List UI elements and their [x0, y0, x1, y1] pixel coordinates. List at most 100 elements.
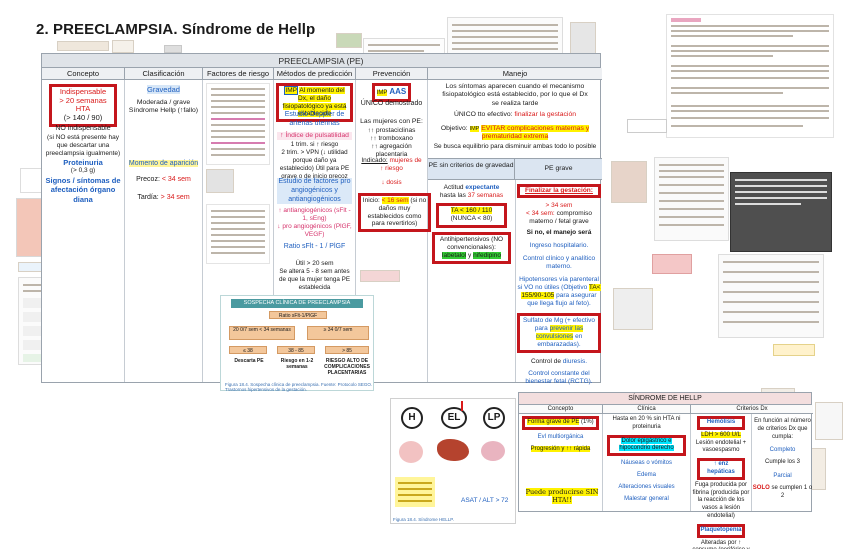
platelet-icon	[481, 441, 505, 461]
subheader-sin-criterios: PE sin criterios de gravedad	[428, 158, 515, 180]
hellp-col-criterios: Criterios Dx	[691, 405, 813, 414]
flowchart-high: > 85	[325, 346, 369, 354]
ratio-label: Ratio sFlt - 1 / PlGF	[283, 243, 346, 250]
criteria-note	[395, 477, 435, 507]
util-text: Útil > 20 sem	[295, 260, 334, 267]
image-thumbnail	[613, 288, 653, 330]
list-thumbnail	[718, 254, 824, 338]
hellp-clinica-column: Hasta en 20 % sin HTA ni proteinuria Dol…	[603, 414, 691, 511]
note-thumbnail	[112, 40, 134, 53]
hellp-dx-column: En función al número de criterios Dx que…	[752, 418, 813, 499]
no-indispensable-label: NO indispensable	[55, 125, 111, 132]
tardia-row: Tardía: > 34 sem	[137, 194, 190, 201]
column-header-factores: Factores de riesgo	[203, 68, 274, 80]
trim1-text: 1 trim. si ↑ riesgo	[290, 141, 339, 148]
gravedad-label: Gravedad	[147, 85, 180, 94]
note-thumbnail	[206, 204, 270, 264]
flowchart-riesgo: Riesgo en 1-2 semanas	[280, 358, 314, 370]
image-thumbnail	[206, 169, 234, 193]
sospecha-flowchart: SOSPECHA CLÍNICA DE PREECLAMPSIA Ratio s…	[220, 295, 374, 392]
hemolysis-circle: H	[401, 407, 423, 429]
platelets-circle: LP	[483, 407, 505, 429]
column-header-manejo: Manejo	[428, 68, 602, 80]
manejo-column: Los síntomas aparecen cuando el mecanism…	[428, 80, 602, 385]
hellp-criterios-column: Hemólisis LDH > 600 U/L Lesión endotelia…	[691, 414, 752, 549]
subheader-pe-grave: PE grave	[515, 158, 602, 180]
proteinuria-label: Proteinuria	[63, 158, 103, 167]
flowchart-riesgo-alto: RIESGO ALTO DE COMPLICACIONES PLACENTARI…	[324, 358, 370, 376]
prostaciclinas-text: ↑↑ prostaciclinas	[367, 127, 416, 134]
enzymes-circle: EL	[441, 407, 467, 429]
trim2-text: 2 trim. > VPN (↓ utilidad porque daño ya…	[279, 149, 350, 180]
column-header-prevencion: Prevención	[356, 68, 428, 80]
flowchart-branch-late: ≥ 34 0/7 sem	[307, 326, 369, 340]
mujeres-label: Las mujeres con PE:	[360, 118, 423, 125]
note-thumbnail	[57, 41, 109, 51]
factores-list-thumbnail	[206, 83, 270, 165]
dolor-box: Dolor epigástrico e hipocondrio derecho	[607, 434, 686, 457]
prevencion-column: IMP AAS ÚNICO demostrado Las mujeres con…	[356, 80, 431, 382]
inicio-box: Inicio: < 16 sem (si no daños muy establ…	[358, 193, 431, 233]
column-header-metodos: Métodos de predicción	[274, 68, 356, 80]
note-thumbnail	[360, 270, 400, 282]
unico-tto-row: ÚNICO tto efectivo: finalizar la gestaci…	[453, 111, 577, 118]
util2-text: Se altera 5 - 8 sem antes de que la muje…	[278, 268, 351, 291]
agregacion-text: ↑↑ agregación placentaria	[371, 143, 412, 159]
column-header-clasificacion: Clasificación	[125, 68, 203, 80]
aas-unico: ÚNICO demostrado	[360, 100, 423, 107]
diagram-caption: Figura 18.4. Síndrome HELLP.	[393, 517, 454, 522]
red-cell-icon	[399, 441, 423, 463]
enz-hepaticas-box: ↑ enz hepáticas	[697, 458, 745, 480]
hellp-col-clinica: Clínica	[603, 405, 691, 414]
no-indispensable-text: (si NO está presente hay que descartar u…	[45, 134, 121, 158]
hellp-table: SÍNDROME DE HELLP Concepto Clínica Crite…	[518, 392, 813, 549]
note-thumbnail	[627, 119, 667, 133]
precoz-row: Precoz: < 34 sem	[136, 176, 191, 183]
objetivo-row: Objetivo: IMP EVITAR complicaciones mate…	[440, 125, 590, 141]
aas-box: IMP AAS	[372, 83, 411, 102]
imp-diagnosis-box: IMP Al momento del Dx, el daño fisiopato…	[276, 83, 353, 123]
sulfato-box: Sulfato de Mg (+ efectivo para prevenir …	[517, 312, 601, 353]
metodos-column: IMP Al momento del Dx, el daño fisiopato…	[274, 80, 356, 382]
asat-alt-ratio: ASAT / ALT > 72	[461, 497, 509, 504]
flowchart-descarta: Descarta PE	[234, 358, 264, 364]
momento-label: Momento de aparición	[128, 160, 199, 167]
doppler-label: Estudio Doppler de arterias uterinas	[284, 111, 345, 127]
sin-criterios-content: Actitud expectante hasta las 37 semanas …	[430, 184, 513, 264]
table-header: PREECLAMPSIA (PE)	[42, 54, 600, 68]
proangiogenicos-text: ↓ pro angiogénicos (PlGF, VEGF)	[277, 223, 352, 239]
proteinuria-value: (> 0,3 g)	[70, 167, 96, 174]
manejo-intro: Los síntomas aparecen cuando el mecanism…	[442, 83, 588, 107]
flowchart-branch-early: 20 0/7 sem < 34 semanas	[229, 326, 295, 340]
finalizar-box: Finalizar la gestación:	[517, 184, 601, 199]
hellp-col-concepto: Concepto	[519, 405, 603, 414]
factores-column	[203, 80, 274, 382]
hellp-diagram: H EL LP ASAT / ALT > 72 Figura 18.4. Sín…	[390, 398, 516, 524]
note-thumbnail	[773, 344, 815, 356]
flowchart-low: ≤ 38	[229, 346, 267, 354]
hellp-concepto-column: Forma grave de PE (1%) Evl multiorgánica…	[519, 414, 603, 511]
note-thumbnail	[654, 157, 729, 241]
flowchart-ratio: Ratio sFlt-1/PlGF	[269, 311, 327, 319]
preeclampsia-table: PREECLAMPSIA (PE) Concepto Clasificación…	[41, 53, 602, 385]
flowchart-mid: 38 - 85	[277, 346, 315, 354]
plaquetopenia-box: Plaquetopenia	[697, 523, 745, 538]
image-thumbnail	[815, 402, 843, 440]
indicado-row: Indicado: mujeres de ↑ riesgo	[361, 157, 422, 173]
signos-label: Signos / síntomas de afectación órgano d…	[45, 176, 121, 204]
factores-angio-label: Estudio de factores pro angiogénicos y a…	[277, 178, 352, 205]
equilibrio-text: Se busca equilibrio para disminuir ambas…	[433, 143, 597, 150]
clasificacion-column: Gravedad Moderada / grave Síndrome Hellp…	[125, 80, 203, 382]
tromboxano-text: ↑↑ tromboxano	[370, 135, 413, 142]
image-thumbnail	[570, 22, 596, 55]
page-title: 2. PREECLAMPSIA. Síndrome de Hellp	[36, 21, 316, 38]
notes-panel	[666, 14, 834, 138]
ta-box: TA < 160 / 110 (NUNCA < 80)	[436, 203, 507, 228]
antihipertensivos-box: Antihipertensivos (NO convencionales): l…	[432, 231, 511, 264]
gravedad-text: Moderada / grave Síndrome Hellp (↑fallo)	[128, 99, 199, 115]
liver-icon	[437, 439, 469, 461]
forma-grave-box: Forma grave de PE (1%)	[522, 416, 599, 430]
pulsatilidad-label: ↑ Índice de pulsatilidad	[277, 132, 352, 141]
table-thumbnail	[447, 17, 563, 55]
sin-hta-note: Puede producirse SIN HTA!!	[525, 488, 599, 505]
